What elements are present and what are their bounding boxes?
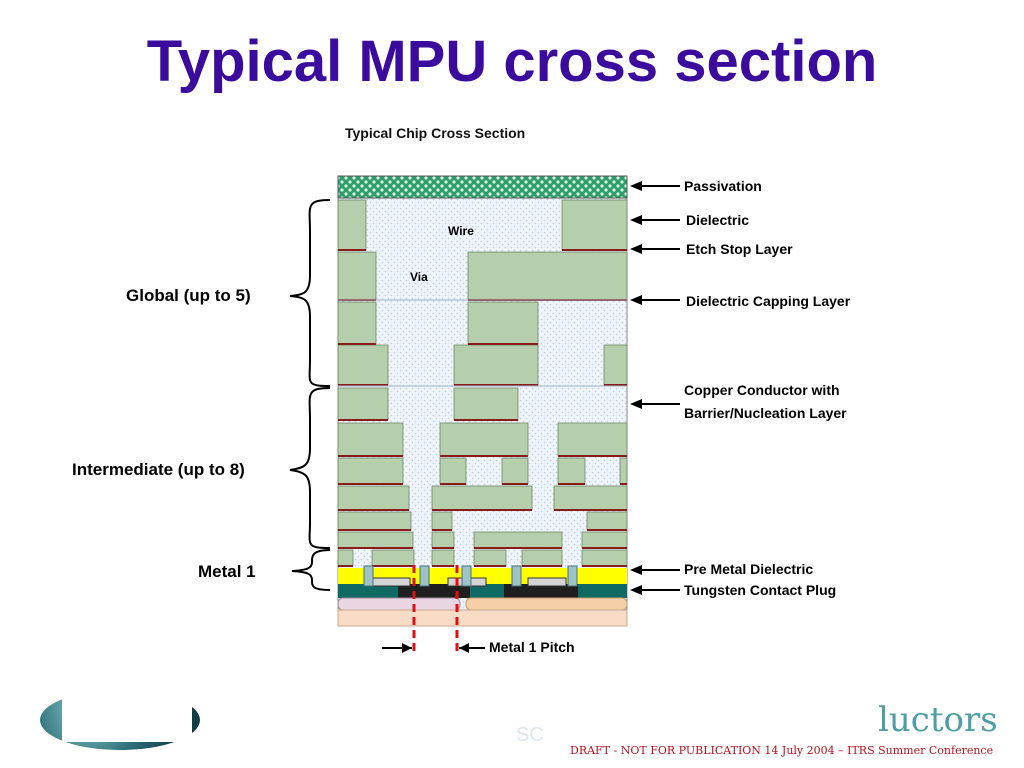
metal-block [337, 251, 377, 301]
metal-block [337, 301, 377, 345]
metal-block [553, 485, 628, 511]
metal-block [371, 549, 415, 567]
metal-block [337, 531, 414, 549]
diagram-title: Typical Chip Cross Section [345, 125, 526, 141]
metal-block [439, 422, 529, 457]
substrate [337, 609, 628, 627]
metal-block [521, 549, 563, 567]
metal-block [501, 457, 529, 485]
global-label: Global (up to 5) [126, 286, 251, 305]
metal-block [431, 531, 455, 549]
tungsten-plug [363, 565, 374, 587]
label-arrows [630, 181, 680, 595]
footer-text: DRAFT - NOT FOR PUBLICATION 14 July 2004… [570, 744, 994, 757]
arrow-head [630, 215, 642, 225]
global-brace [289, 199, 331, 387]
metal-block [431, 511, 453, 531]
copper-label-line2: Barrier/Nucleation Layer [684, 405, 847, 421]
tungsten-plug [419, 565, 430, 587]
metal-block [337, 387, 389, 421]
slide-title: Typical MPU cross section [146, 29, 878, 94]
arrow-head [630, 295, 642, 305]
arrow-head [630, 244, 642, 254]
etch-stop-lines [338, 249, 627, 567]
copper-label-line1: Copper Conductor with [684, 382, 840, 398]
metal1-label: Metal 1 [198, 562, 256, 581]
via-label: Via [410, 270, 428, 284]
metal-layers [337, 199, 628, 567]
metal-block [337, 422, 404, 457]
metal-block [467, 251, 628, 301]
arrow-head [630, 565, 642, 575]
intermediate-label: Intermediate (up to 8) [72, 460, 245, 479]
metal-block [557, 457, 586, 485]
brand-logo: luctors [878, 700, 998, 740]
tungsten-plug [461, 565, 472, 587]
arrow-head [630, 181, 642, 191]
metal-block [337, 549, 354, 567]
metal-block [453, 387, 519, 421]
metal-block [431, 485, 533, 511]
arrow-head [630, 399, 642, 409]
metal-block [337, 344, 389, 386]
metal-block [561, 199, 628, 251]
tungsten-plug [511, 565, 522, 587]
metal-block [581, 531, 628, 549]
metal-block [586, 511, 628, 531]
passivation-layer [337, 175, 628, 199]
n-well [465, 597, 628, 611]
metal-block [467, 301, 539, 345]
capping-label: Dielectric Capping Layer [686, 293, 851, 309]
metal-block [473, 549, 507, 567]
metal-block [453, 344, 539, 386]
dielectric-label: Dielectric [686, 212, 750, 228]
metal-block [557, 422, 628, 457]
tungsten-label: Tungsten Contact Plug [684, 582, 837, 598]
metal-block [581, 549, 628, 567]
metal-block [473, 531, 563, 549]
metal-block [337, 457, 404, 485]
wire-label: Wire [448, 224, 474, 238]
metal-block [337, 485, 410, 511]
metal-block [603, 344, 628, 386]
metal1-pitch-label: Metal 1 Pitch [489, 639, 575, 655]
intermediate-brace [289, 387, 331, 549]
metal-block [431, 549, 455, 567]
metal-block [439, 457, 467, 485]
tungsten-contact-plugs [363, 565, 578, 587]
pre-metal-label: Pre Metal Dielectric [684, 561, 814, 577]
metal-block [337, 199, 367, 251]
passivation-label: Passivation [684, 178, 762, 194]
p-well [337, 597, 461, 611]
metal-block [619, 457, 628, 485]
etch-stop-label: Etch Stop Layer [686, 241, 793, 257]
arrow-head [630, 585, 642, 595]
tungsten-plug [567, 565, 578, 587]
metal-block [337, 511, 412, 531]
metal1-brace [291, 549, 331, 591]
